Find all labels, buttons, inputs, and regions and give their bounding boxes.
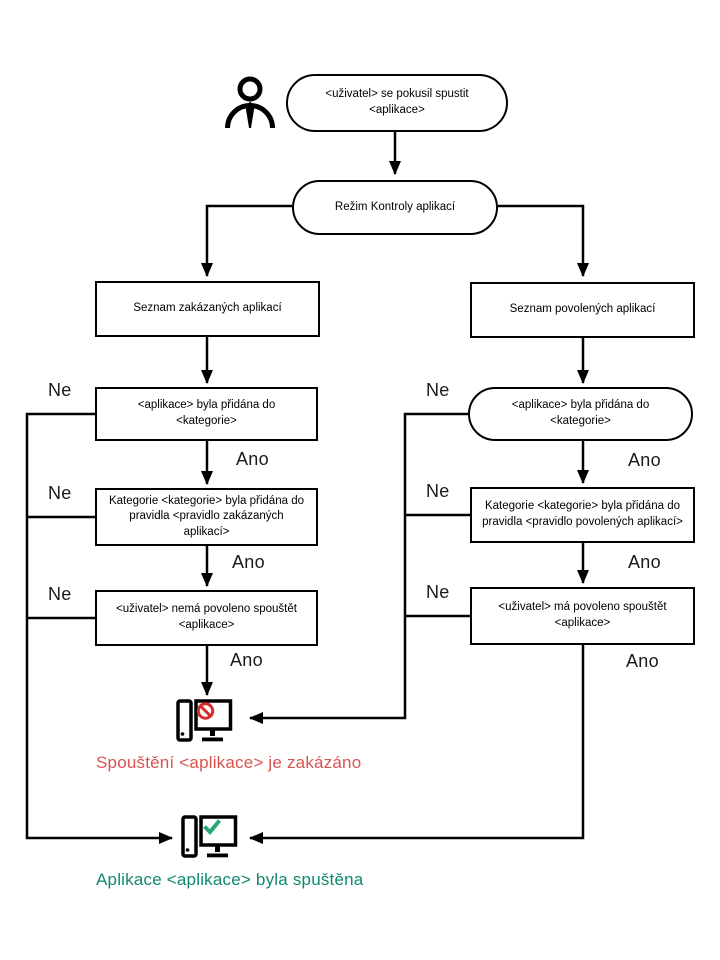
label-yes-right-2: Ano	[628, 552, 661, 572]
allowed-category-check-node: <aplikace> byla přidána do <kategorie>	[468, 387, 693, 441]
denied-list-node: Seznam zakázaných aplikací	[95, 281, 320, 337]
computer-ok-icon	[181, 815, 239, 861]
result-denied-text: Spouštění <aplikace> je zakázáno	[96, 753, 362, 772]
denied-permission-node: <uživatel> nemá povoleno spouštět <aplik…	[95, 590, 318, 646]
allowed-permission-node: <uživatel> má povoleno spouštět <aplikac…	[470, 587, 695, 645]
denied-rule-check-node: Kategorie <kategorie> byla přidána do pr…	[95, 488, 318, 546]
start-node: <uživatel> se pokusil spustit <aplikace>	[286, 74, 508, 132]
label-yes-left-1: Ano	[236, 449, 269, 469]
label-no-left-1: Ne	[48, 380, 72, 400]
label-yes-left-3: Ano	[230, 650, 263, 670]
label-no-right-3: Ne	[426, 582, 450, 602]
label-no-right-2: Ne	[426, 481, 450, 501]
user-icon	[224, 76, 276, 130]
label-no-left-3: Ne	[48, 584, 72, 604]
computer-blocked-icon	[176, 699, 234, 745]
label-yes-right-1: Ano	[628, 450, 661, 470]
allowed-list-node: Seznam povolených aplikací	[470, 282, 695, 338]
result-allowed-text: Aplikace <aplikace> byla spuštěna	[96, 870, 364, 889]
mode-node: Režim Kontroly aplikací	[292, 180, 498, 235]
label-no-right-1: Ne	[426, 380, 450, 400]
label-yes-right-3: Ano	[626, 651, 659, 671]
allowed-rule-check-node: Kategorie <kategorie> byla přidána do pr…	[470, 487, 695, 543]
label-yes-left-2: Ano	[232, 552, 265, 572]
label-no-left-2: Ne	[48, 483, 72, 503]
denied-category-check-node: <aplikace> byla přidána do <kategorie>	[95, 387, 318, 441]
